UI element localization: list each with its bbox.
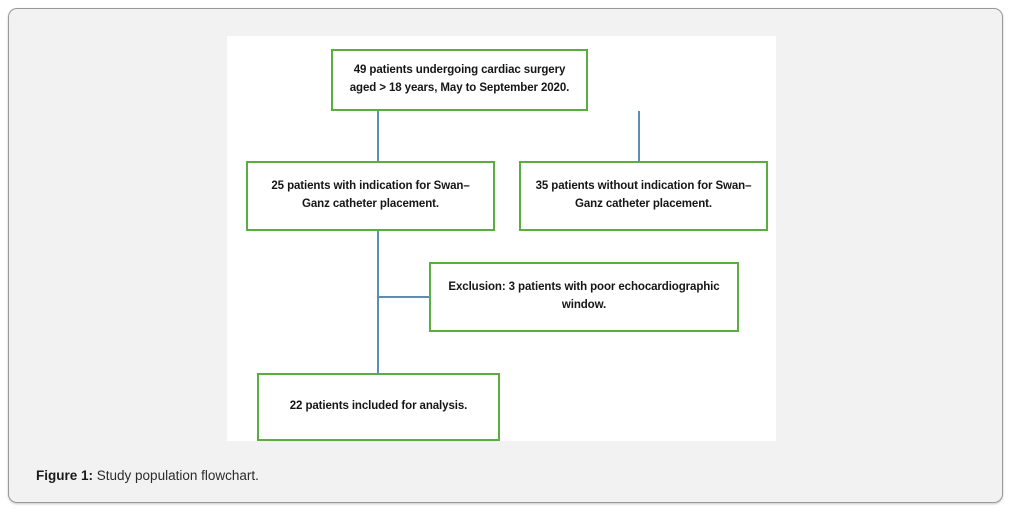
flow-box-no-indication-label: 35 patients without indication for Swan–… (535, 180, 752, 210)
flow-box-enrolled: 49 patients undergoing cardiac surgery a… (331, 49, 588, 111)
figure-caption: Figure 1: Study population flowchart. (36, 468, 259, 483)
connector-indication-to-exclusion (379, 296, 429, 298)
connector-enrolled-to-no-indication (638, 111, 640, 161)
connector-indication-to-analysis (377, 231, 379, 378)
flow-box-analysis-label: 22 patients included for analysis. (289, 400, 468, 413)
flow-box-analysis: 22 patients included for analysis. (257, 373, 500, 441)
flowchart-panel: 49 patients undergoing cardiac surgery a… (227, 36, 776, 441)
figure-card: 49 patients undergoing cardiac surgery a… (8, 8, 1003, 503)
flow-box-no-indication: 35 patients without indication for Swan–… (519, 161, 768, 231)
flow-box-exclusion-label: Exclusion: 3 patients with poor echocard… (448, 281, 720, 311)
connector-enrolled-to-indication (377, 111, 379, 161)
flow-box-enrolled-label: 49 patients undergoing cardiac surgery a… (349, 64, 570, 94)
figure-caption-label: Figure 1: (36, 468, 94, 483)
flow-box-indication-label: 25 patients with indication for Swan–Gan… (271, 180, 470, 210)
figure-caption-text: Study population flowchart. (93, 468, 259, 483)
flow-box-indication: 25 patients with indication for Swan–Gan… (246, 161, 495, 231)
flow-box-exclusion: Exclusion: 3 patients with poor echocard… (429, 262, 739, 332)
